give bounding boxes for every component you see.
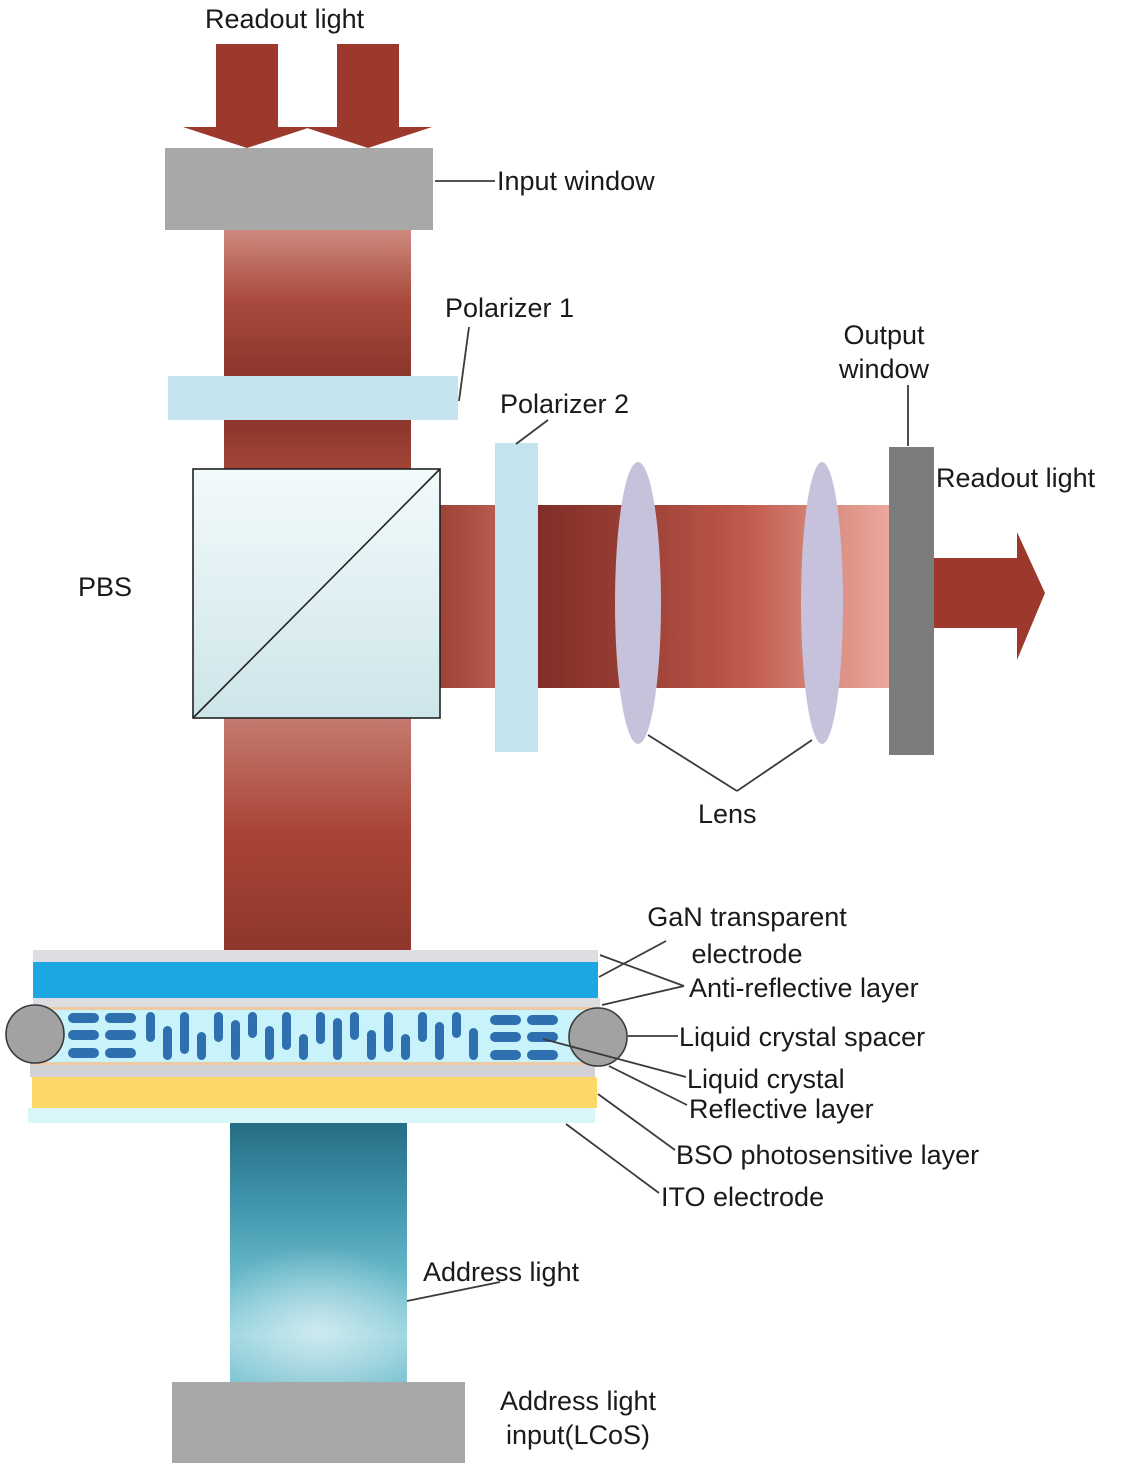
input-window [165,148,433,230]
liquid-crystal-spacer-right [568,1007,628,1067]
anti-reflective-label: Anti-reflective layer [689,973,919,1003]
lc-molecule-dash [367,1030,376,1060]
readout-light-top-label: Readout light [205,4,365,34]
lens-1 [615,462,661,744]
bso-leader [597,1093,676,1151]
pbs-diagonal [192,468,441,719]
ito-leader [565,1123,660,1194]
address-light-input-label-line1: Address light [499,1386,657,1416]
lc-molecule-dash [105,1013,136,1023]
reflective-label: Reflective layer [689,1094,874,1124]
lc-molecule-dash [527,1050,558,1060]
lc-molecule-dash [527,1015,558,1025]
polarizer-1 [168,376,458,420]
anti-reflective-leader-bottom [601,985,685,1006]
lc-molecule-dash [197,1032,206,1060]
polarizer-2-label: Polarizer 2 [500,389,630,419]
readout-beam-lower [224,717,411,950]
address-light-input-label: Address light input(LCoS) [462,1384,694,1452]
gan-leader [598,940,667,978]
address-light-label: Address light [423,1257,580,1287]
output-window-label-line2: window [838,354,930,384]
lc-molecule-dash [418,1012,427,1042]
lc-molecule-dash [401,1034,410,1060]
address-light-glow [203,1245,433,1415]
lc-molecule-dash [214,1012,223,1042]
lc-molecule-dash [299,1034,308,1060]
address-light-input-bar [172,1382,465,1463]
readout-light-right-label: Readout light [936,463,1096,493]
lens-label: Lens [698,799,757,829]
reflective-leader [608,1065,688,1106]
lc-molecule-dash [68,1030,99,1040]
address-light-leader [406,1281,501,1302]
gan-transparent-electrode-layer [33,962,598,998]
lc-molecule-dash [248,1012,257,1038]
readout-input-arrow-1 [183,44,311,148]
alignment-line-top [33,1007,600,1010]
lc-molecule-dash [105,1030,136,1040]
lc-molecule-dash [180,1012,189,1054]
lc-molecule-dash [146,1012,155,1042]
bso-photosensitive-layer [32,1077,597,1108]
anti-reflective-layer-top [33,950,598,962]
lc-molecule-dash [265,1026,274,1060]
liquid-crystal-leader [542,1038,687,1078]
lc-molecule-dash [163,1026,172,1060]
lens-1-leader [647,734,738,792]
lc-molecule-dash [490,1032,521,1042]
alignment-line-bottom [30,1062,595,1065]
lc-molecule-dash [333,1018,342,1060]
ito-electrode-layer [28,1108,595,1123]
liquid-crystal-label: Liquid crystal [687,1064,845,1094]
polarizer-1-leader [458,326,470,402]
lc-molecule-dash [68,1048,99,1058]
anti-reflective-layer-bottom [33,998,600,1007]
output-window-label: Output window [819,318,949,386]
leader-lines [406,180,909,1302]
lc-molecule-dash [527,1032,558,1042]
lc-molecule-dash [490,1050,521,1060]
pbs-label: PBS [78,572,133,602]
input-window-label: Input window [497,166,655,196]
lc-molecule-dash [350,1012,359,1040]
lc-molecule-dash [384,1012,393,1052]
lc-molecule-dash [316,1012,325,1044]
lc-molecule-dash [68,1013,99,1023]
polarizer-2-leader [515,419,549,445]
ito-label: ITO electrode [661,1182,825,1212]
gan-electrode-label: GaN transparent electrode [637,899,857,973]
lc-molecule-dash [469,1028,478,1060]
lc-molecule-dash [452,1012,461,1038]
lc-molecule-dash [105,1048,136,1058]
lc-spacer-label: Liquid crystal spacer [679,1022,926,1052]
polarizer-2 [495,443,538,752]
gan-electrode-label-line2: electrode [691,939,803,969]
address-light-input-label-line2: input(LCoS) [505,1420,651,1450]
readout-beam-upper [224,229,411,469]
lc-molecule-dash [435,1022,444,1060]
liquid-crystal-spacer-left [5,1004,65,1064]
anti-reflective-leader-top [599,954,685,987]
lc-molecule-dash [231,1020,240,1060]
reflective-layer [30,1065,595,1077]
liquid-crystal-molecules [68,1012,558,1060]
lens-2 [801,462,843,744]
lc-molecule-dash [490,1015,521,1025]
polarizer-1-label: Polarizer 1 [445,293,575,323]
gan-electrode-label-line1: GaN transparent [647,902,847,932]
bso-label: BSO photosensitive layer [676,1140,980,1170]
output-window [889,447,934,755]
readout-output-arrow [934,532,1045,660]
readout-input-arrow-2 [304,44,432,148]
lens-2-leader [736,739,813,792]
output-window-label-line1: Output [843,320,925,350]
lc-molecule-dash [282,1012,291,1050]
